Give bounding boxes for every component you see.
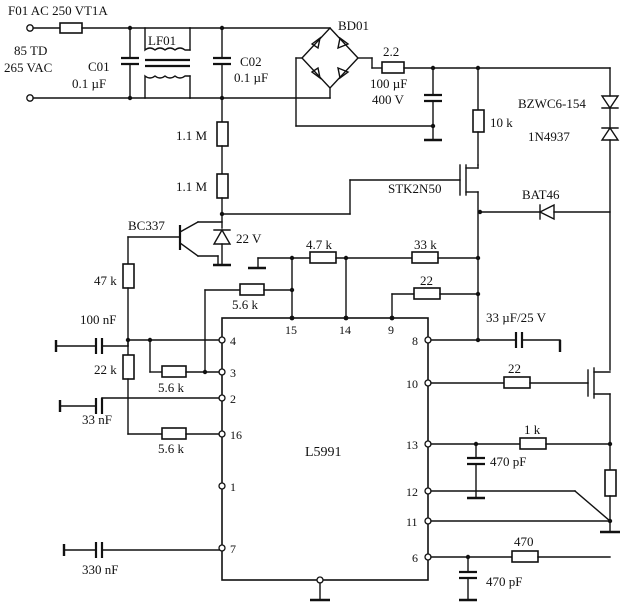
pin-4: 4 — [230, 334, 236, 348]
diode-1n4937 — [600, 126, 620, 141]
pin-14: 14 — [339, 323, 351, 337]
cap-bulk-voltage: 400 V — [372, 92, 405, 107]
resistor-33k — [411, 251, 439, 264]
c01-value: 0.1 µF — [72, 76, 106, 91]
mosfet-stk2n50 — [349, 164, 479, 341]
bat46-label: BAT46 — [522, 187, 560, 202]
in4937-label: 1N4937 — [528, 129, 570, 144]
pin-8: 8 — [412, 334, 418, 348]
r-5-6k-top-label: 5.6 k — [232, 297, 259, 312]
r-47k-label: 47 k — [94, 273, 117, 288]
diode-bat46 — [538, 203, 555, 221]
resistor-5-6k-mid — [161, 365, 187, 378]
r-22-gate-label: 22 — [508, 361, 521, 376]
pin-15: 15 — [285, 323, 297, 337]
resistor-5-6k-top — [239, 283, 265, 296]
resistor-470 — [511, 550, 539, 563]
pin-12: 12 — [406, 485, 418, 499]
zener-bzwc6 — [600, 95, 620, 110]
r-10k-label: 10 k — [490, 115, 513, 130]
bd01-label: BD01 — [338, 18, 369, 33]
fuse-label: F01 AC 250 VT1A — [8, 3, 108, 18]
pin-7: 7 — [230, 542, 236, 556]
lf01-label: LF01 — [148, 33, 176, 48]
c-33nf-label: 33 nF — [82, 412, 112, 427]
mosfet-output — [587, 367, 611, 471]
r-5-6k-mid-label: 5.6 k — [158, 380, 185, 395]
resistor-47k — [122, 263, 135, 289]
bridge-rectifier-bd01 — [295, 26, 373, 127]
r-470-label: 470 — [514, 534, 534, 549]
r-4-7k-label: 4.7 k — [306, 237, 333, 252]
pin-11: 11 — [406, 515, 418, 529]
r-1-1m-b-label: 1.1 M — [176, 179, 208, 194]
ac-input: F01 AC 250 VT1A 85 TD 265 VAC C01 0.1 µF… — [4, 3, 331, 102]
r-1-1m-a-label: 1.1 M — [176, 128, 208, 143]
pin-1: 1 — [230, 480, 236, 494]
common-mode-choke-lf01 — [144, 27, 191, 99]
bc337-label: BC337 — [128, 218, 165, 233]
resistor-1-1m-a — [216, 121, 229, 147]
pin-16: 16 — [230, 428, 242, 442]
c-330nf-label: 330 nF — [82, 562, 118, 577]
input-voltage-line2: 265 VAC — [4, 60, 52, 75]
resistor-22k — [122, 354, 135, 380]
resistor-sense — [604, 469, 617, 497]
resistor-10k — [472, 109, 485, 133]
zener-22v-label: 22 V — [236, 231, 262, 246]
c02-name: C02 — [240, 54, 262, 69]
pin-10: 10 — [406, 377, 418, 391]
resistor-22-gate — [503, 376, 531, 389]
c-33uf-label: 33 µF/25 V — [486, 310, 547, 325]
pin-13: 13 — [406, 438, 418, 452]
input-terminal-top — [26, 24, 34, 32]
c-100nf-label: 100 nF — [80, 312, 116, 327]
stk2n50-label: STK2N50 — [388, 181, 441, 196]
c-470pf-a-label: 470 pF — [490, 454, 526, 469]
r-22-top-label: 22 — [420, 273, 433, 288]
resistor-5-6k-bot — [161, 427, 187, 440]
pin-2: 2 — [230, 392, 236, 406]
input-voltage-line1: 85 TD — [14, 43, 47, 58]
ic-name: L5991 — [305, 445, 342, 460]
r-33k-label: 33 k — [414, 237, 437, 252]
pin-9: 9 — [388, 323, 394, 337]
resistor-1k — [519, 437, 547, 450]
c-470pf-b-label: 470 pF — [486, 574, 522, 589]
input-terminal-bottom — [26, 94, 34, 102]
c01-name: C01 — [88, 59, 110, 74]
r-22k-label: 22 k — [94, 362, 117, 377]
r-1k-label: 1 k — [524, 422, 541, 437]
r-5-6k-bot-label: 5.6 k — [158, 441, 185, 456]
resistor-4-7k — [309, 251, 337, 264]
r-2-2-label: 2.2 — [383, 44, 399, 59]
zener-22v — [212, 228, 232, 245]
transistor-bc337 — [127, 221, 223, 266]
resistor-1-1m-b — [216, 173, 229, 199]
bzwc6-label: BZWC6-154 — [518, 96, 586, 111]
ic-l5991 — [221, 317, 429, 581]
pin-3: 3 — [230, 366, 236, 380]
pin-6: 6 — [412, 551, 418, 565]
resistor-2-2 — [381, 61, 405, 74]
fuse-f01 — [59, 22, 83, 34]
c02-value: 0.1 µF — [234, 70, 268, 85]
resistor-22-top — [413, 287, 441, 300]
cap-bulk-value: 100 µF — [370, 76, 407, 91]
